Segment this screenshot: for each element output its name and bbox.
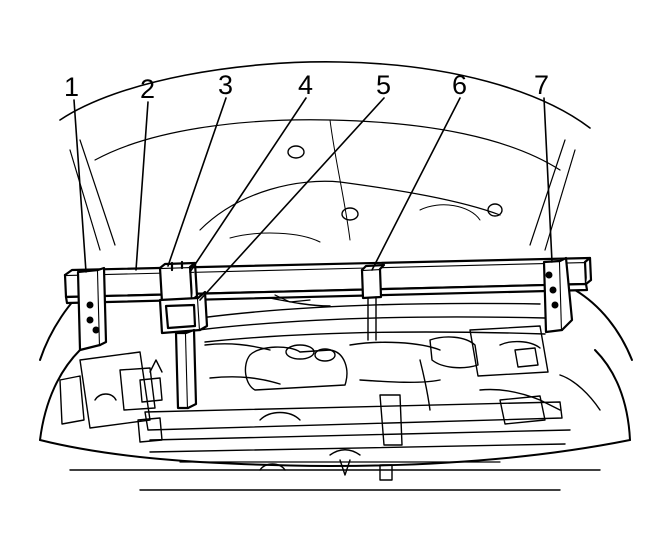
callout-leaders xyxy=(73,97,553,301)
engine-bay-components xyxy=(59,302,601,481)
leader-2 xyxy=(135,101,149,271)
callout-3: 3 xyxy=(218,70,233,100)
vehicle-outline xyxy=(39,284,633,491)
leader-1 xyxy=(73,99,87,273)
engine-support-fixture xyxy=(63,256,593,410)
callout-4: 4 xyxy=(298,70,313,100)
callout-7: 7 xyxy=(534,70,549,100)
leader-5 xyxy=(199,97,385,301)
leader-6 xyxy=(371,97,461,271)
callout-6: 6 xyxy=(452,70,467,100)
raised-hood xyxy=(59,61,591,251)
callout-5: 5 xyxy=(376,70,391,100)
callout-numbers: 1 2 3 4 5 6 7 xyxy=(64,70,549,104)
leader-7 xyxy=(543,97,553,263)
callout-2: 2 xyxy=(140,74,155,104)
leader-4 xyxy=(189,97,307,273)
callout-1: 1 xyxy=(64,72,79,102)
leader-3 xyxy=(167,97,227,267)
